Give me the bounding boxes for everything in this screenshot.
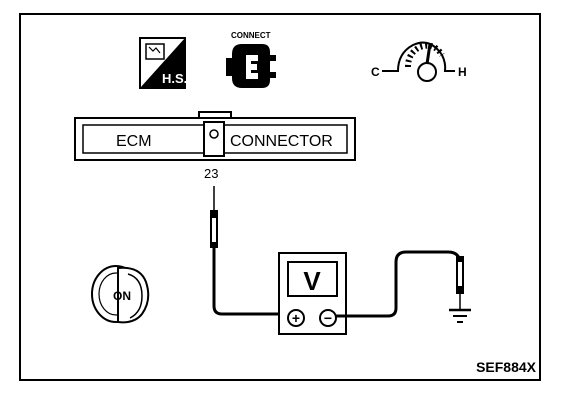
terminal-number: 23 — [204, 166, 218, 181]
ecm-label: ECM — [116, 133, 152, 150]
temperature-gauge-icon: C H — [371, 41, 467, 82]
ignition-on-label: ON — [113, 289, 131, 303]
ecm-connector: ECM CONNECTOR 23 — [74, 111, 356, 181]
voltmeter-symbol: V — [303, 266, 321, 296]
ignition-key-on-icon: ON — [91, 265, 150, 324]
negative-probe-lead — [336, 250, 464, 318]
connect-label: CONNECT — [231, 31, 271, 40]
hs-tester-icon: H.S. — [139, 37, 187, 89]
connect-icon: CONNECT — [226, 31, 276, 88]
figure-id: SEF884X — [476, 359, 537, 375]
ground-icon — [449, 308, 471, 323]
connector-label: CONNECTOR — [230, 133, 333, 150]
voltmeter: V + − — [278, 252, 347, 335]
positive-terminal — [287, 309, 305, 327]
hs-label: H.S. — [162, 71, 187, 86]
gauge-hot-label: H — [458, 65, 467, 79]
gauge-cold-label: C — [371, 65, 380, 79]
negative-terminal — [319, 309, 337, 327]
positive-probe-lead — [210, 186, 286, 316]
positive-symbol: + — [292, 310, 300, 326]
negative-symbol: − — [324, 310, 332, 326]
